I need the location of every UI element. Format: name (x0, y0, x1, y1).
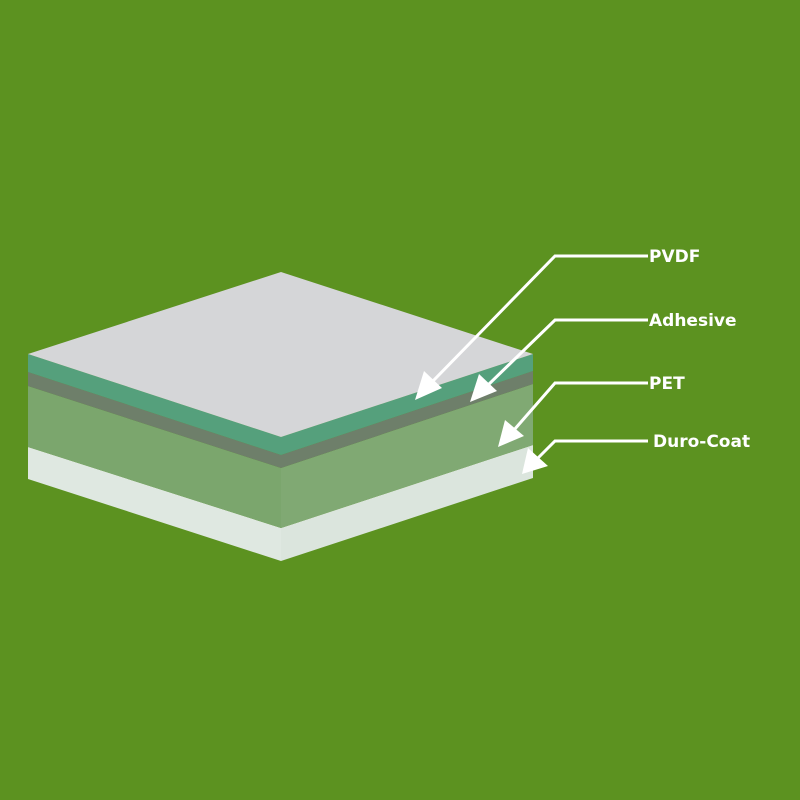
label-adhesive: Adhesive (649, 311, 737, 331)
arrowhead-icon (470, 374, 497, 402)
duro-coat-right-face (281, 445, 533, 561)
label-pvdf: PVDF (649, 247, 700, 267)
pet-right-face (281, 384, 533, 528)
pet-left-face (28, 386, 281, 528)
callout-duro-coat: Duro-Coat (522, 432, 750, 474)
label-duro-coat: Duro-Coat (653, 432, 750, 452)
label-pet: PET (649, 374, 685, 394)
pvdf-left-face (28, 354, 281, 455)
arrowhead-icon (415, 371, 442, 400)
callout-pvdf: PVDF (415, 247, 700, 400)
top-face (28, 272, 533, 437)
arrowhead-icon (498, 420, 524, 447)
callout-adhesive: Adhesive (470, 311, 737, 402)
pvdf-right-face (281, 354, 533, 455)
adhesive-right-face (281, 371, 533, 468)
duro-coat-left-face (28, 447, 281, 561)
adhesive-left-face (28, 372, 281, 468)
callout-pet: PET (498, 374, 685, 447)
arrowhead-icon (522, 448, 548, 474)
